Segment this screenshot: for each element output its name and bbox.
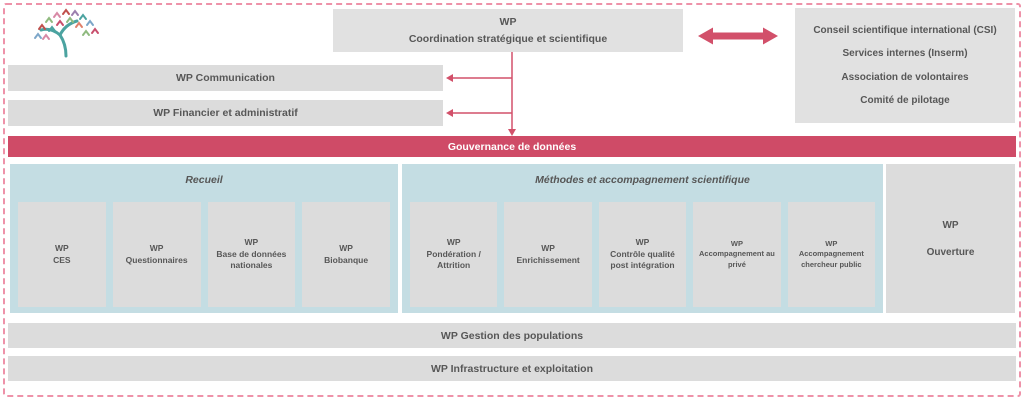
card-line2: Pondération / Attrition (426, 248, 481, 271)
group-recueil-cards: WP CES WP Questionnaires WP Base de donn… (18, 202, 390, 307)
card-wp-enrichissement: WP Enrichissement (504, 202, 592, 307)
wp-communication-bar: WP Communication (8, 65, 443, 91)
card-wp-biobanque: WP Biobanque (302, 202, 390, 307)
wp-financier-label: WP Financier et administratif (153, 107, 298, 119)
partner-item-csi: Conseil scientifique international (CSI) (813, 24, 997, 36)
card-line1: WP (55, 242, 69, 253)
card-wp-ouverture: WP Ouverture (886, 164, 1015, 313)
card-line1: WP (825, 238, 838, 248)
wp-financier-bar: WP Financier et administratif (8, 100, 443, 126)
card-line2: Biobanque (324, 254, 369, 265)
card-line2: Accompagnement chercheur public (798, 249, 864, 269)
card-wp-questionnaires: WP Questionnaires (112, 202, 201, 307)
group-recueil-title: Recueil (185, 174, 223, 186)
card-line2: Enrichissement (516, 254, 580, 265)
wp-infrastructure-bar: WP Infrastructure et exploitation (8, 356, 1016, 381)
card-line2: Accompagnement au privé (698, 249, 775, 269)
wp-communication-label: WP Communication (176, 72, 275, 84)
card-wp-accompagnement-prive: WP Accompagnement au privé (693, 202, 781, 307)
card-line2: Base de données nationales (216, 248, 287, 271)
card-line2: Questionnaires (125, 254, 188, 265)
card-line2: Contrôle qualité post intégration (610, 248, 675, 271)
partner-item-inserm: Services internes (Inserm) (842, 48, 968, 60)
wp-gestion-populations-bar: WP Gestion des populations (8, 323, 1016, 348)
double-arrow-icon (698, 27, 778, 45)
partner-item-volontaires: Association de volontaires (841, 71, 969, 83)
group-methodes: Méthodes et accompagnement scientifique … (402, 164, 883, 313)
card-line1: WP (541, 242, 555, 253)
card-line1: WP (149, 242, 164, 253)
gouvernance-banner: Gouvernance de données (8, 136, 1016, 157)
wp-infrastructure-label: WP Infrastructure et exploitation (431, 362, 593, 375)
group-recueil: Recueil WP CES WP Questionnaires WP Base… (10, 164, 398, 313)
card-line1: WP (446, 236, 461, 247)
wp-coordination-line2: Coordination stratégique et scientifique (408, 32, 608, 45)
wp-coordination-box: WP Coordination stratégique et scientifi… (333, 9, 683, 52)
group-methodes-cards: WP Pondération / Attrition WP Enrichisse… (410, 202, 876, 307)
card-wp-ces: WP CES (18, 202, 106, 307)
card-wp-controle-qualite: WP Contrôle qualité post intégration (598, 202, 687, 307)
partners-box: Conseil scientifique international (CSI)… (795, 8, 1015, 123)
partner-item-pilotage: Comité de pilotage (860, 95, 950, 107)
gouvernance-banner-label: Gouvernance de données (447, 140, 577, 153)
group-methodes-title: Méthodes et accompagnement scientifique (535, 174, 750, 186)
card-wp-accompagnement-public: WP Accompagnement chercheur public (787, 202, 876, 307)
wp-coordination-line1: WP (499, 16, 517, 29)
ouverture-line2: Ouverture (926, 246, 975, 258)
ouverture-line1: WP (942, 219, 959, 231)
card-wp-ponderation: WP Pondération / Attrition (410, 202, 498, 307)
card-line1: WP (339, 242, 353, 253)
card-wp-base-donnees: WP Base de données nationales (207, 202, 296, 307)
card-line2: CES (53, 254, 71, 265)
card-line1: WP (730, 238, 743, 248)
wp-gestion-populations-label: WP Gestion des populations (440, 329, 584, 342)
constances-tree-logo-icon (34, 8, 99, 58)
card-line1: WP (635, 236, 650, 247)
card-line1: WP (244, 236, 259, 247)
